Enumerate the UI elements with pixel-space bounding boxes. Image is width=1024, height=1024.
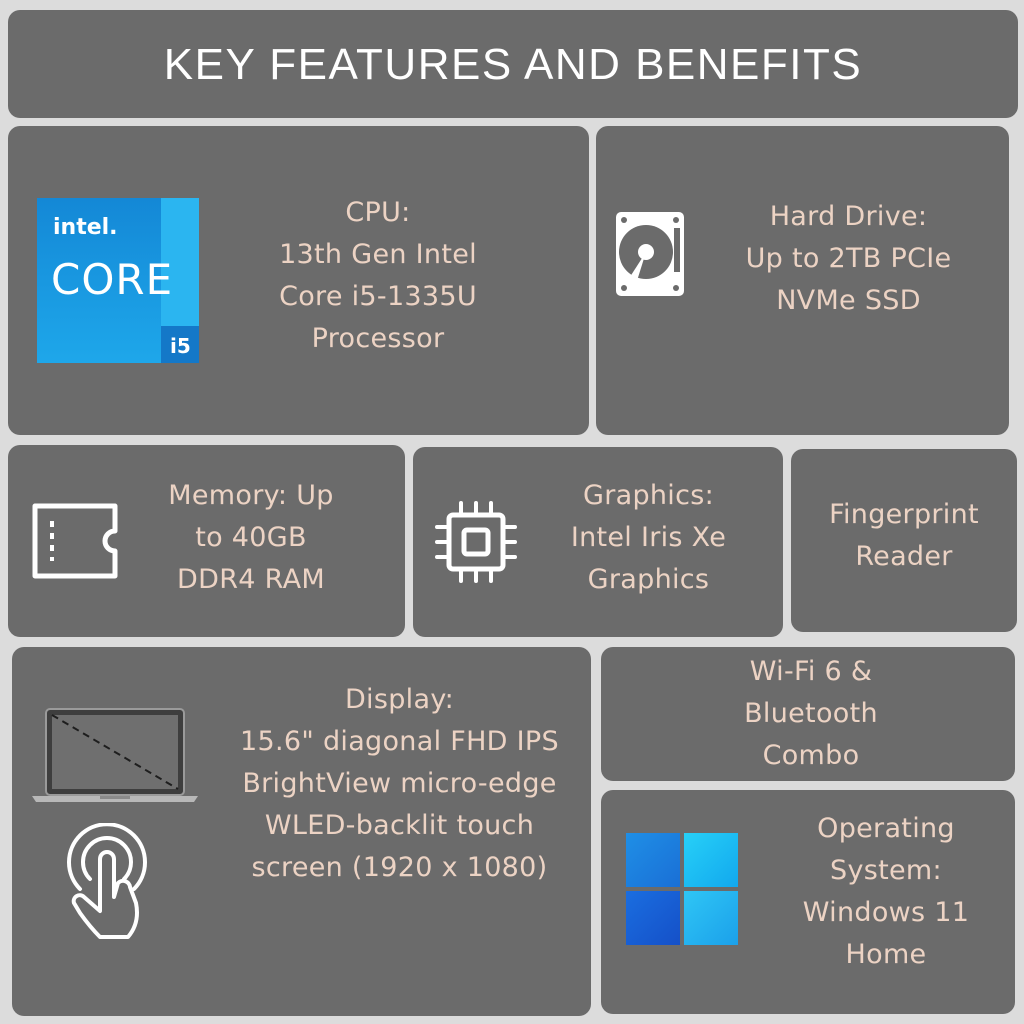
ram-module-icon: [30, 501, 120, 581]
storage-feature-card: Hard Drive: Up to 2TB PCIe NVMe SSD: [596, 126, 1009, 435]
fingerprint-description: Fingerprint Reader: [829, 499, 979, 572]
storage-description: Hard Drive: Up to 2TB PCIe NVMe SSD: [745, 201, 952, 316]
intel-core-i5-badge: intel. CORE i5: [37, 198, 199, 363]
wireless-feature-card: Wi-Fi 6 & Bluetooth Combo: [601, 647, 1015, 781]
display-description: Display: 15.6" diagonal FHD IPS BrightVi…: [240, 684, 559, 883]
memory-feature-card: Memory: Up to 40GB DDR4 RAM: [8, 445, 405, 637]
chip-icon: [433, 499, 519, 585]
display-feature-card: Display: 15.6" diagonal FHD IPS BrightVi…: [12, 647, 591, 1016]
cpu-description: CPU: 13th Gen Intel Core i5-1335U Proces…: [279, 197, 477, 354]
windows-logo-icon: [626, 833, 738, 945]
header-banner: KEY FEATURES AND BENEFITS: [8, 10, 1018, 118]
laptop-icon: [30, 705, 200, 805]
wireless-description: Wi-Fi 6 & Bluetooth Combo: [744, 656, 878, 771]
hard-drive-icon: [614, 210, 686, 298]
graphics-description: Graphics: Intel Iris Xe Graphics: [570, 480, 727, 595]
memory-description: Memory: Up to 40GB DDR4 RAM: [168, 480, 334, 595]
fingerprint-feature-card: Fingerprint Reader: [791, 449, 1017, 632]
intel-brand-text: intel.: [53, 215, 118, 240]
page-title: KEY FEATURES AND BENEFITS: [163, 40, 863, 89]
core-brand-text: CORE: [51, 255, 173, 304]
os-description: Operating System: Windows 11 Home: [802, 813, 970, 970]
touch-hand-icon: [60, 822, 154, 941]
os-feature-card: Operating System: Windows 11 Home: [601, 790, 1015, 1014]
graphics-feature-card: Graphics: Intel Iris Xe Graphics: [413, 447, 783, 637]
cpu-feature-card: intel. CORE i5 CPU: 13th Gen Intel Core …: [8, 126, 589, 435]
core-tier-text: i5: [170, 334, 191, 358]
